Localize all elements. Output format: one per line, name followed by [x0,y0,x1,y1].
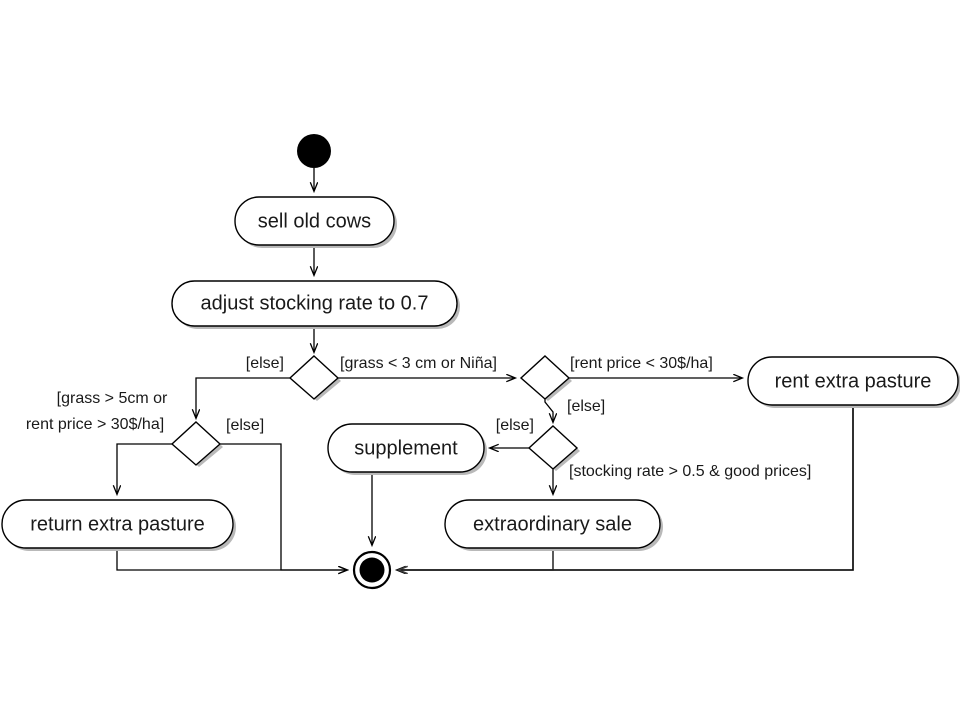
action-return-extra-pasture[interactable]: return extra pasture [1,499,236,551]
edge-decision-grass-to-decision-return [196,377,290,418]
guard-grass-high-line-2: rent price > 30$/ha] [26,416,164,433]
action-adjust-stocking-rate[interactable]: adjust stocking rate to 0.7 [171,280,460,329]
final-node [352,550,392,590]
action-sell-old-cows[interactable]: sell old cows [234,196,397,248]
action-label: rent extra pasture [775,370,932,392]
guard-else-rent-price: [else] [567,398,605,415]
action-label: return extra pasture [30,513,205,535]
guard-else-return: [else] [226,417,264,434]
action-label: supplement [354,437,458,459]
action-extraordinary-sale[interactable]: extraordinary sale [444,499,663,551]
guard-rent-price-low: [rent price < 30$/ha] [570,355,713,372]
initial-node [297,134,331,168]
guard-else-stocking: [else] [496,417,534,434]
edge-rent-to-final [399,405,854,570]
action-label: sell old cows [258,210,371,232]
edge-return-to-final [116,548,347,570]
guard-grass-high-line-1: [grass > 5cm or [57,390,168,407]
decision-node-return-pasture[interactable] [170,421,223,467]
edge-decision-rent-price-to-decision-stocking [544,398,553,422]
decision-node-rent-price[interactable] [519,355,572,401]
action-label: extraordinary sale [473,513,632,535]
edge-extraordinary-to-final [397,548,554,570]
guard-else-grass: [else] [246,355,284,372]
action-label: adjust stocking rate to 0.7 [201,292,429,314]
edge-decision-return-to-final [220,443,347,570]
action-rent-extra-pasture[interactable]: rent extra pasture [747,356,960,408]
decision-node-stocking-rate[interactable] [527,425,580,471]
action-supplement[interactable]: supplement [327,423,487,475]
guard-stocking-good: [stocking rate > 0.5 & good prices] [569,463,811,480]
edge-decision-return-to-return [117,443,172,494]
guard-grass-low: [grass < 3 cm or Niña] [340,355,497,372]
decision-node-grass[interactable] [288,355,341,401]
